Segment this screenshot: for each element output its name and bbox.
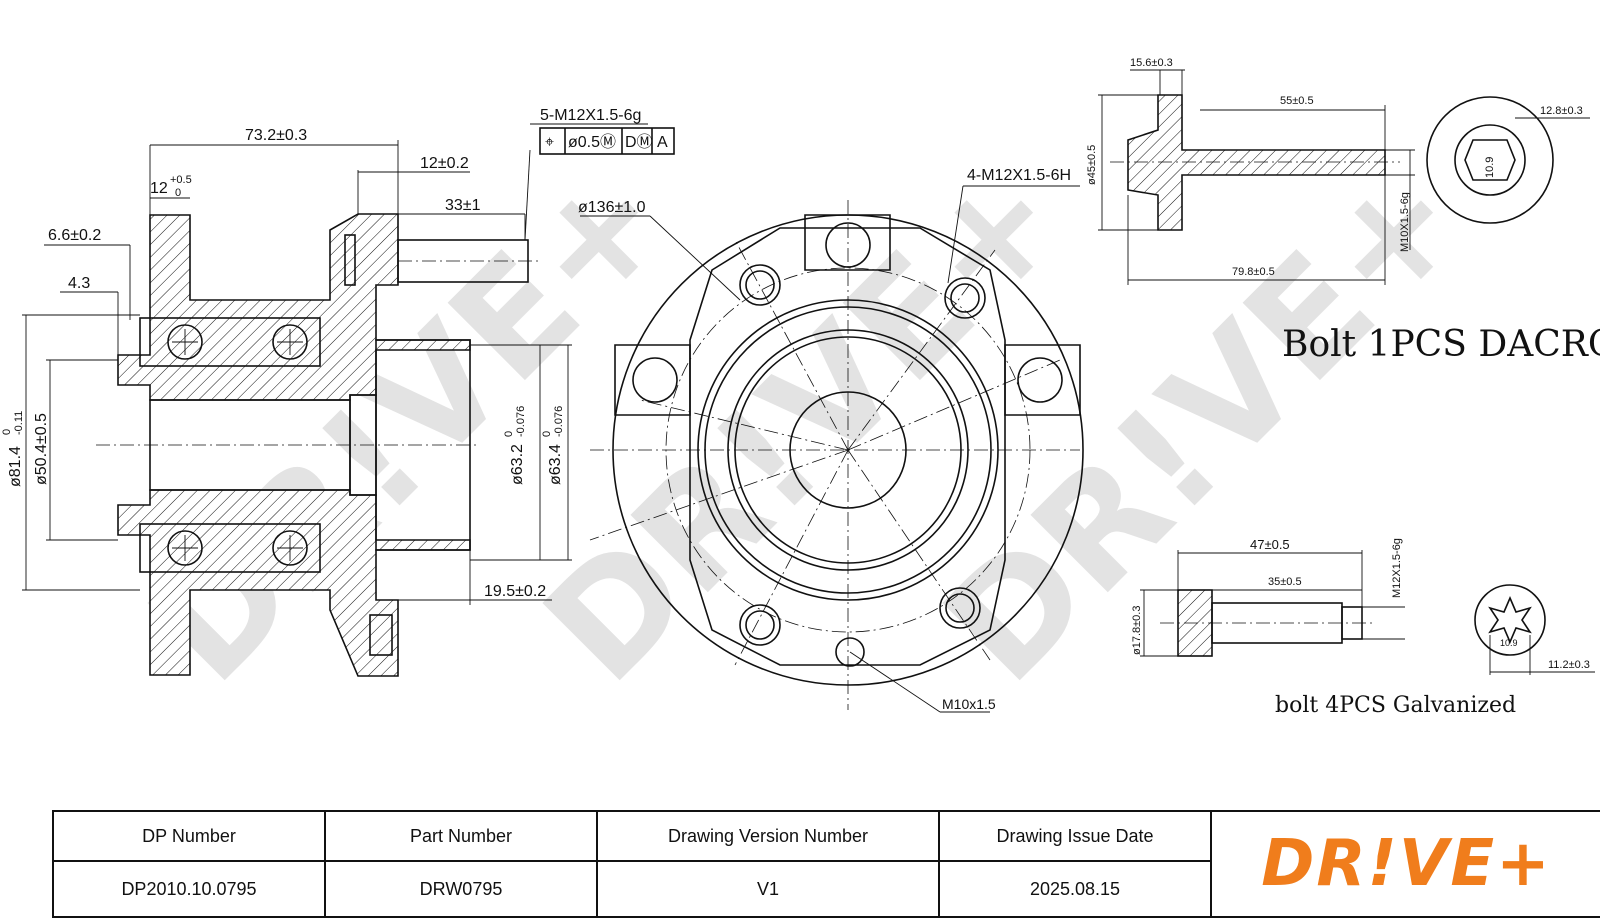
value-part-number: DRW0795: [324, 860, 598, 918]
tol-frame-datum: A: [657, 134, 668, 151]
header-version: Drawing Version Number: [596, 810, 940, 862]
dim-dia-outer-lower: -0.11: [13, 411, 25, 435]
tol-frame-mod: DⓂ: [625, 133, 653, 151]
title-block: DP Number Part Number Drawing Version Nu…: [52, 810, 1600, 918]
dim-flange-tol-lower: 0: [175, 187, 181, 199]
dim-flange-tol-upper: +0.5: [170, 174, 192, 186]
dim-thickness-b: 4.3: [68, 275, 90, 292]
dim-dia-bore: ø50.4±0.5: [33, 413, 50, 485]
dim-dia-pilot-b: ø63.4: [547, 444, 564, 485]
bolt2-thread: M12X1.5-6g: [1391, 538, 1403, 598]
bolt1-note: Bolt 1PCS DACRO: [1282, 324, 1600, 365]
bolt1-shank-len: 55±0.5: [1280, 95, 1314, 107]
bolt1-thread: M10X1.5-6g: [1399, 192, 1411, 252]
header-dp-number: DP Number: [52, 810, 326, 862]
dim-holes: 4-M12X1.5-6H: [967, 167, 1071, 184]
tolerance-frame: ⌖ ø0.5Ⓜ DⓂ A: [539, 127, 675, 155]
bolt2-torx-size: 11.2±0.3: [1548, 659, 1590, 671]
header-part-number: Part Number: [324, 810, 598, 862]
tol-frame-value: ø0.5Ⓜ: [568, 133, 616, 151]
dim-dia-outer-upper: 0: [1, 429, 13, 435]
bolt2-head-dia: ø17.8±0.3: [1131, 606, 1143, 655]
tol-frame-symbol: ⌖: [545, 134, 554, 151]
dim-pilot-len: 19.5±0.2: [484, 583, 546, 600]
value-dp-number: DP2010.10.0795: [52, 860, 326, 918]
dim-pcd: ø136±1.0: [578, 199, 646, 216]
dim-pilot-a-group: ø63.2 0 -0.076: [503, 406, 527, 485]
dim-pilot-a-upper: 0: [503, 431, 515, 437]
dim-thickness-a: 6.6±0.2: [48, 227, 101, 244]
bolt1-head-thk: 15.6±0.3: [1130, 57, 1173, 69]
dim-pilot-b-upper: 0: [541, 431, 553, 437]
thread-spec: 5-M12X1.5-6g: [540, 107, 641, 124]
dim-dia-outer-group: ø81.4 0 -0.11: [1, 411, 25, 487]
value-issue-date: 2025.08.15: [938, 860, 1212, 918]
dim-pilot-b-lower: -0.076: [553, 406, 565, 437]
dim-pilot-a-lower: -0.076: [515, 406, 527, 437]
dim-dia-pilot-a: ø63.2: [509, 444, 526, 485]
value-version: V1: [596, 860, 940, 918]
header-issue-date: Drawing Issue Date: [938, 810, 1212, 862]
logo-cell: DR!VE+: [1210, 810, 1600, 918]
bolt-1-view: 15.6±0.3 55±0.5 ø45±0.5 79.8±0.5 M10X1.5…: [1086, 57, 1600, 365]
bolt1-head-dia: ø45±0.5: [1086, 145, 1098, 185]
bolt2-total-len: 47±0.5: [1250, 537, 1290, 552]
bolt2-note: bolt 4PCS Galvanized: [1275, 693, 1516, 718]
bolt2-shank-len: 35±0.5: [1268, 576, 1302, 588]
dim-stud-len: 33±1: [445, 197, 481, 214]
bearing-balls: [139, 317, 321, 573]
dim-flange-thk: 12±0.2: [420, 155, 469, 172]
brand-logo: DR!VE+: [1261, 827, 1552, 901]
bolt1-hex-size: 12.8±0.3: [1540, 105, 1583, 117]
dim-dia-outer: ø81.4: [7, 446, 24, 487]
dim-small-thread: M10x1.5: [942, 696, 996, 712]
dim-overall-width: 73.2±0.3: [245, 127, 307, 144]
hub-front-view: ø136±1.0 4-M12X1.5-6H M10x1.5: [578, 167, 1084, 713]
bolt-2-view: 47±0.5 35±0.5 M12X1.5-6g ø17.8±0.3 bolt …: [1131, 537, 1595, 718]
left-dimension-lines: [22, 140, 572, 605]
bolt1-total-len: 79.8±0.5: [1232, 266, 1275, 278]
hub-section-view: 73.2±0.3 12 +0.5 0 6.6±0.2 4.3 12±0.2 33…: [1, 107, 675, 677]
dim-flange-tol: 12: [150, 180, 168, 197]
bolt2-torx-label: 10.9: [1500, 638, 1518, 648]
dim-pilot-b-group: ø63.4 0 -0.076: [541, 406, 565, 485]
bolt1-hex-label: 10.9: [1484, 157, 1496, 178]
